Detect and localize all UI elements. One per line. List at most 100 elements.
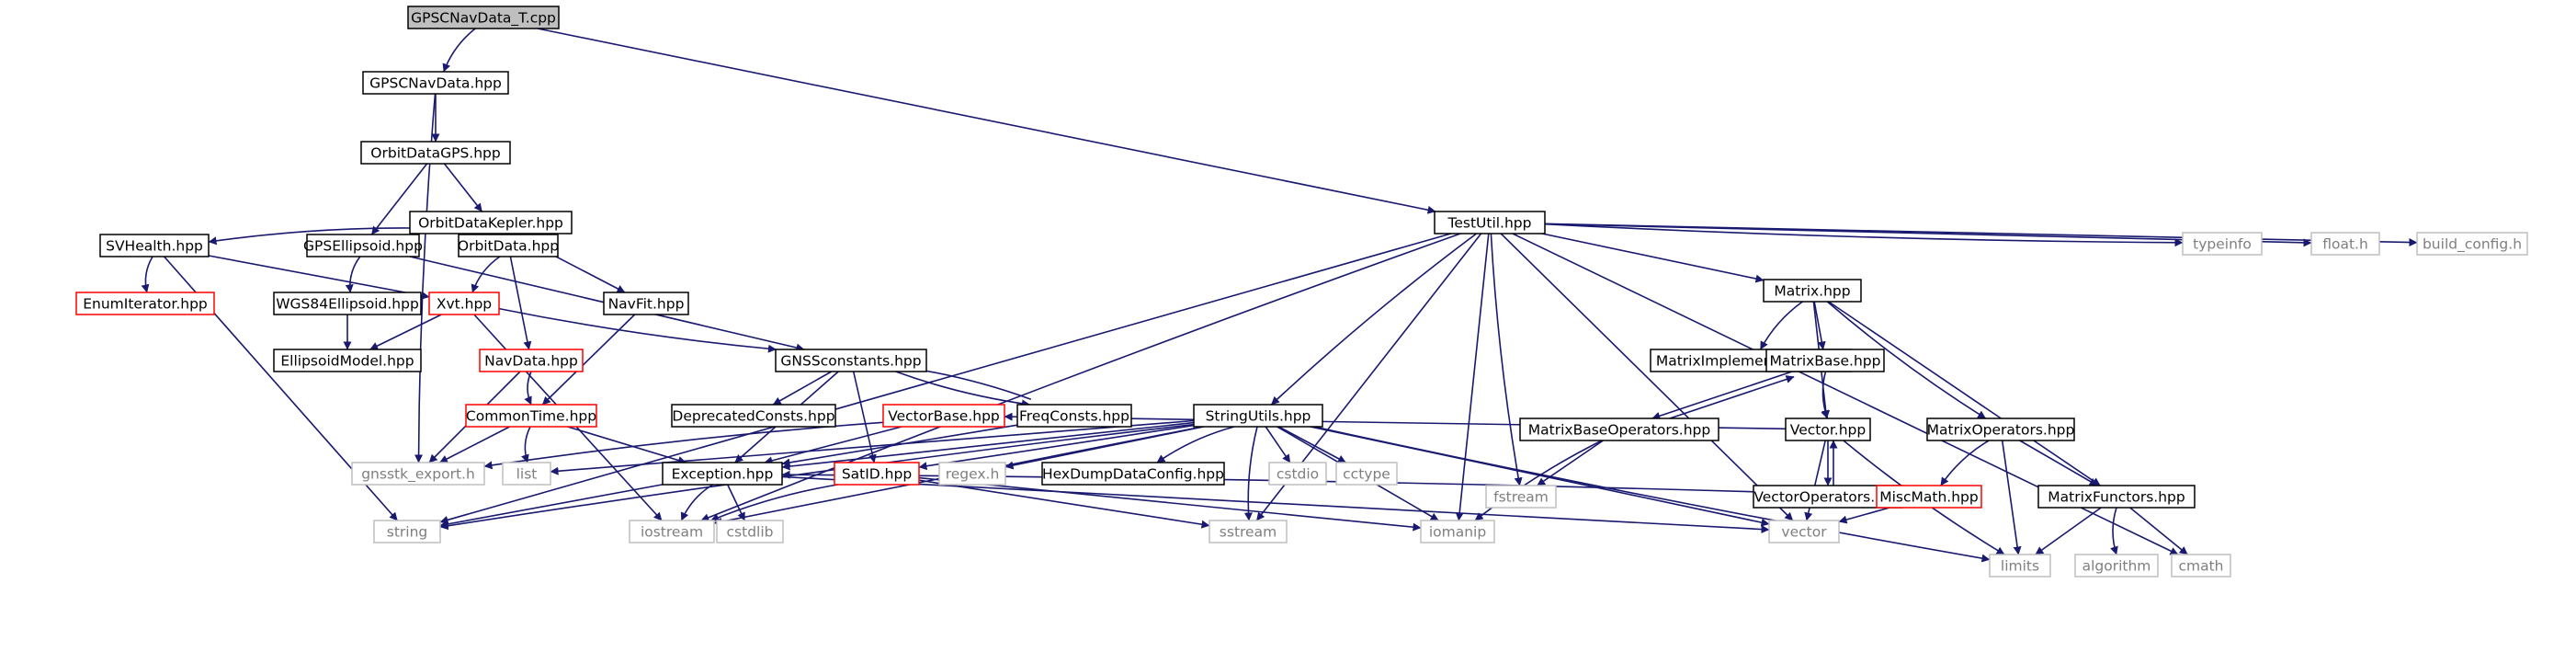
node-box xyxy=(273,292,422,315)
edge-vectorbase-to-gnsstk_export xyxy=(483,421,884,470)
node-orbitdatakepler[interactable]: OrbitDataKepler.hpp xyxy=(409,211,573,234)
node-vectorhpp[interactable]: Vector.hpp xyxy=(1785,418,1871,441)
node-matrixfunctors[interactable]: MatrixFunctors.hpp xyxy=(2037,485,2196,509)
node-matrix[interactable]: Matrix.hpp xyxy=(1763,279,1862,303)
node-matrixops[interactable]: MatrixOperators.hpp xyxy=(1926,418,2075,441)
node-gpscnavdata[interactable]: GPSCNavData.hpp xyxy=(362,71,509,95)
edge-satid-to-iomanip xyxy=(918,476,1422,532)
node-gpsellipsoid[interactable]: GPSEllipsoid.hpp xyxy=(303,234,423,257)
node-orbitdata[interactable]: OrbitData.hpp xyxy=(458,234,559,257)
edge-vectorhpp-to-vector xyxy=(1804,440,1826,521)
node-iomanip: iomanip xyxy=(1420,520,1495,543)
node-label: fstream xyxy=(1493,489,1549,506)
node-floath: float.h xyxy=(2310,232,2380,256)
node-cstdio: cstdio xyxy=(1268,462,1327,486)
node-label: VectorOperators.hpp xyxy=(1753,489,1901,506)
node-ellipsoidmodel[interactable]: EllipsoidModel.hpp xyxy=(273,349,422,372)
node-label: StringUtils.hpp xyxy=(1206,408,1311,425)
node-enumiterator[interactable]: EnumIterator.hpp xyxy=(75,292,215,315)
node-wgs84[interactable]: WGS84Ellipsoid.hpp xyxy=(273,292,422,315)
edge-matrix-to-matrixops xyxy=(1826,301,1987,419)
node-label: OrbitDataKepler.hpp xyxy=(418,215,563,232)
node-matrixbaseops[interactable]: MatrixBaseOperators.hpp xyxy=(1519,418,1719,441)
edge-stringutils-to-satid xyxy=(918,424,1195,471)
node-box xyxy=(428,292,500,315)
edge-exception-to-vector xyxy=(781,475,1770,534)
node-box xyxy=(373,520,441,543)
node-box xyxy=(1763,279,1862,303)
node-label: WGS84Ellipsoid.hpp xyxy=(276,296,419,313)
edge-orbitdatakepler-to-svhealth xyxy=(208,227,411,246)
edge-satid-to-sstream xyxy=(918,479,1210,529)
node-testutil[interactable]: TestUtil.hpp xyxy=(1434,211,1546,234)
node-satid[interactable]: SatID.hpp xyxy=(834,462,920,486)
node-box xyxy=(2037,485,2196,509)
node-box xyxy=(75,292,215,315)
node-label: sstream xyxy=(1220,524,1277,541)
edge-orbitdatagps-to-gpsellipsoid xyxy=(370,163,428,235)
node-label: MatrixBase.hpp xyxy=(1770,353,1881,370)
node-box xyxy=(1016,404,1132,428)
node-xvt[interactable]: Xvt.hpp xyxy=(428,292,500,315)
edge-matrixfunctors-to-algorithm xyxy=(2110,507,2118,555)
edge-matrix-to-matriximpl xyxy=(1759,301,1803,350)
node-orbitdatagps[interactable]: OrbitDataGPS.hpp xyxy=(360,141,511,165)
node-miscmath[interactable]: MiscMath.hpp xyxy=(1876,485,1982,509)
node-stringutils[interactable]: StringUtils.hpp xyxy=(1193,404,1323,428)
edge-matrixbase-to-matrixbaseops xyxy=(1651,371,1793,420)
node-label: string xyxy=(387,524,428,541)
node-label: MiscMath.hpp xyxy=(1879,489,1978,506)
node-gnssconstants[interactable]: GNSSconstants.hpp xyxy=(775,349,927,372)
node-label: CommonTime.hpp xyxy=(466,408,596,425)
edge-exception-to-cstdlib xyxy=(726,484,746,521)
node-box xyxy=(882,404,1005,428)
edge-navfit-to-commontime xyxy=(541,314,636,406)
edge-commontime-to-list xyxy=(521,426,531,463)
node-navdata[interactable]: NavData.hpp xyxy=(479,349,584,372)
edge-svhealth-to-enumiterator xyxy=(141,256,153,293)
edge-testutil-to-typeinfo xyxy=(1544,223,2184,247)
node-label: FreqConsts.hpp xyxy=(1019,408,1129,425)
edge-stringutils-to-limits xyxy=(1313,426,1991,563)
edge-testutil-to-stringutils xyxy=(1270,233,1478,406)
edge-vectorbase-to-exception xyxy=(764,426,902,465)
node-box xyxy=(2074,554,2159,578)
edge-testutil-to-iomanip xyxy=(1455,233,1490,521)
node-regex: regex.h xyxy=(938,462,1006,486)
edge-orbitdata-to-navdata xyxy=(509,256,532,350)
node-navfit[interactable]: NavFit.hpp xyxy=(603,292,689,315)
edge-matrixbase-to-vectorhpp xyxy=(1821,371,1829,419)
node-label: EnumIterator.hpp xyxy=(83,296,208,313)
node-label: TestUtil.hpp xyxy=(1447,215,1532,232)
node-box xyxy=(716,520,784,543)
node-label: iomanip xyxy=(1429,524,1486,541)
node-label: MatrixOperators.hpp xyxy=(1927,422,2075,439)
node-box xyxy=(407,6,560,29)
node-matrixbase[interactable]: MatrixBase.hpp xyxy=(1765,349,1885,372)
node-label: Exception.hpp xyxy=(672,466,774,483)
node-label: cstdio xyxy=(1277,466,1319,483)
node-label: NavFit.hpp xyxy=(608,296,685,313)
node-root[interactable]: GPSCNavData_T.cpp xyxy=(407,6,560,29)
node-sstream: sstream xyxy=(1209,520,1288,543)
node-exception[interactable]: Exception.hpp xyxy=(662,462,783,486)
node-box xyxy=(409,211,573,234)
node-label: HexDumpDataConfig.hpp xyxy=(1042,466,1224,483)
node-freqconsts[interactable]: FreqConsts.hpp xyxy=(1016,404,1132,428)
node-box xyxy=(1335,462,1398,486)
node-box xyxy=(502,462,551,486)
node-deprecated[interactable]: DeprecatedConsts.hpp xyxy=(671,404,836,428)
edge-gnssconstants-to-deprecated xyxy=(772,371,833,406)
node-commontime[interactable]: CommonTime.hpp xyxy=(465,404,597,428)
node-vectorbase[interactable]: VectorBase.hpp xyxy=(882,404,1005,428)
node-hexdump[interactable]: HexDumpDataConfig.hpp xyxy=(1041,462,1225,486)
edge-testutil-to-buildconfig xyxy=(1544,223,2418,247)
node-typeinfo: typeinfo xyxy=(2182,232,2263,256)
node-label: typeinfo xyxy=(2193,236,2252,253)
edge-testutil-to-string xyxy=(439,233,1452,524)
node-label: gnsstk_export.h xyxy=(361,466,475,484)
node-label: SVHealth.hpp xyxy=(106,238,203,255)
edge-gpsellipsoid-to-wgs84 xyxy=(345,256,361,293)
node-svhealth[interactable]: SVHealth.hpp xyxy=(99,234,210,257)
